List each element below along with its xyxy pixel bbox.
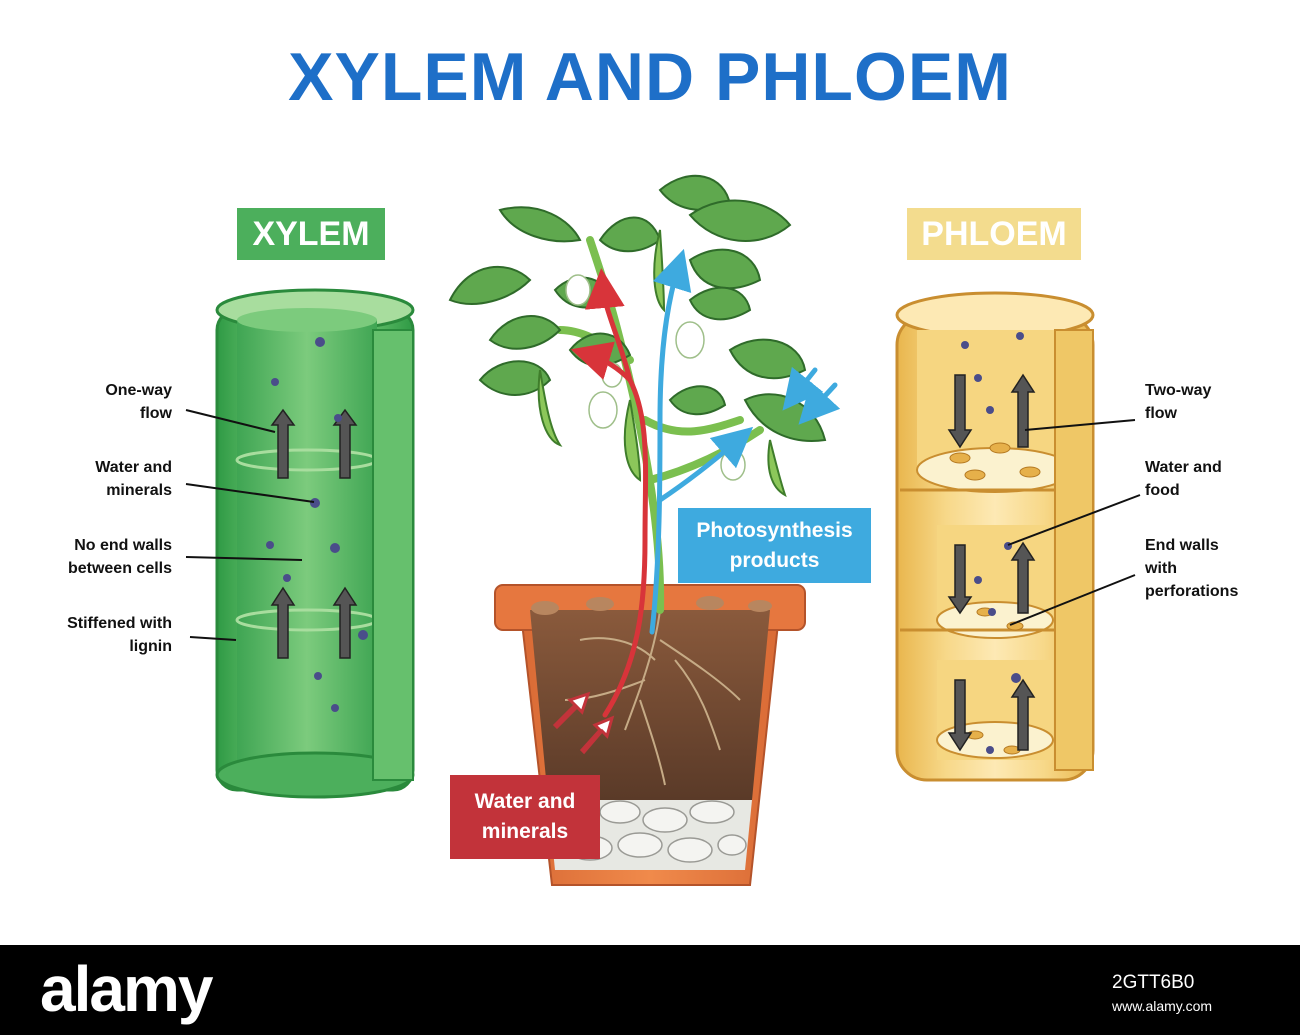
phloem-label: PHLOEM	[907, 208, 1081, 260]
xylem-arrows	[270, 408, 358, 659]
phloem-callout-two-way-flow: Two-way flow	[1145, 382, 1212, 422]
image-id: 2GTT6B0	[1112, 972, 1195, 993]
photosynthesis-transport-arrow	[649, 248, 841, 635]
xylem-callout-no-end-walls: No end walls between cells	[67, 537, 172, 577]
watermark-url: www.alamy.com	[1112, 998, 1213, 1014]
alamy-logo: alamy	[40, 953, 213, 1025]
diagram-graphic	[185, 174, 1141, 886]
phloem-arrows	[947, 373, 1036, 752]
xylem-tube	[215, 288, 415, 799]
phloem-particles	[961, 332, 1024, 754]
xylem-callout-one-way-flow: One-way flow	[105, 382, 172, 422]
photosynthesis-products-label: Photosynthesis products	[678, 508, 871, 583]
plant-roots	[564, 609, 741, 786]
xylem-callout-lines	[185, 409, 315, 641]
phloem-callout-lines	[1007, 419, 1141, 626]
xylem-callout-lignin: Stiffened with lignin	[67, 615, 172, 655]
xylem-particles	[266, 337, 368, 712]
watermark-footer	[0, 945, 1300, 1035]
flowers	[565, 274, 746, 481]
page-title: XYLEM AND PHLOEM	[288, 39, 1012, 115]
soil-water-arrows	[552, 691, 615, 755]
phloem-callout-water-food: Water and food	[1145, 459, 1222, 499]
phloem-callout-end-walls: End walls with perforations	[1145, 537, 1239, 600]
xylem-callout-water-minerals: Water and minerals	[95, 459, 172, 499]
xylem-label: XYLEM	[237, 208, 385, 260]
water-minerals-label: Water and minerals	[450, 775, 600, 859]
phloem-tube	[895, 291, 1095, 782]
water-transport-arrow	[570, 268, 649, 718]
phloem-plate-holes	[949, 442, 1041, 755]
